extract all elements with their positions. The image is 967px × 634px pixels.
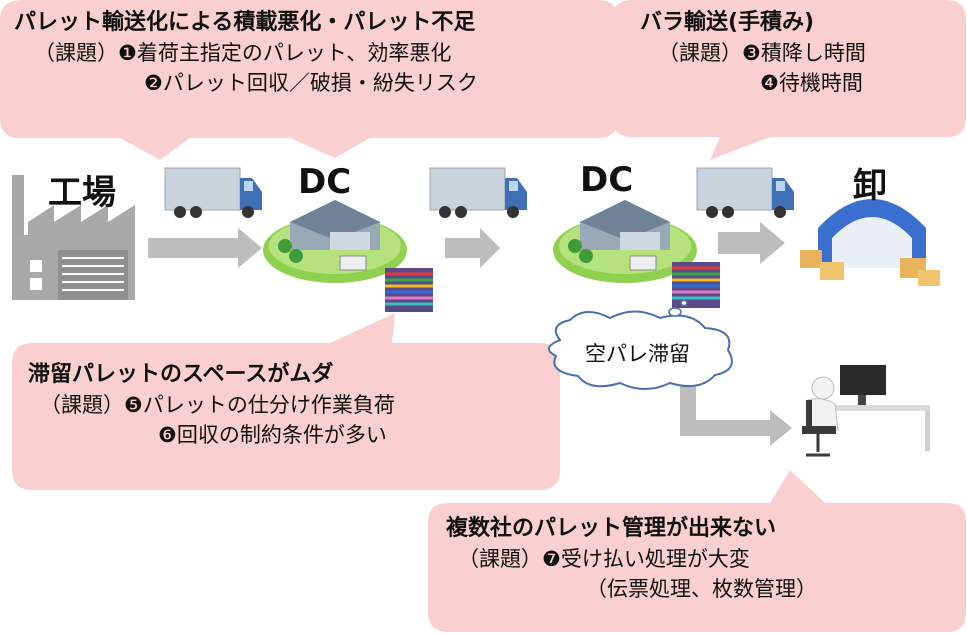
callout-bottom-right-title: 複数社のパレット管理が出来ない — [446, 516, 777, 541]
flow-arrow-1 — [148, 228, 262, 268]
callout-bottom-right-line1: （課題）❼受け払い処理が大変 — [458, 547, 750, 571]
cloud-shape — [548, 299, 733, 390]
callout-top-left: パレット輸送化による積載悪化・パレット不足 （課題）❶着荷主指定のパレット、効率… — [14, 8, 604, 98]
callout-middle-left-bubble — [12, 313, 560, 490]
callout-bottom-right: 複数社のパレット管理が出来ない （課題）❼受け払い処理が大変 （伝票処理、枚数管… — [446, 514, 817, 604]
callout-middle-left-line1: （課題）❺パレットの仕分け作業負荷 — [40, 393, 395, 417]
warehouse-icon-1 — [263, 200, 407, 283]
callout-top-left-title: パレット輸送化による積載悪化・パレット不足 — [14, 10, 476, 35]
callout-middle-left-line2: ❻回収の制約条件が多い — [158, 423, 387, 447]
location-label-factory: 工場 — [48, 173, 116, 213]
callout-top-right-line1: （課題）❸積降し時間 — [658, 41, 866, 65]
callout-middle-left-title: 滞留パレットのスペースがムダ — [28, 362, 334, 387]
office-worker-icon — [802, 365, 930, 457]
callout-top-left-line1: （課題）❶着荷主指定のパレット、効率悪化 — [34, 41, 452, 65]
callout-top-left-line2: ❷パレット回収／破損・紛失リスク — [144, 71, 478, 95]
callout-bottom-right-line2: （伝票処理、枚数管理） — [586, 577, 817, 601]
callout-middle-left: 滞留パレットのスペースがムダ （課題）❺パレットの仕分け作業負荷 ❻回収の制約条… — [28, 360, 395, 450]
callout-top-left-bubble — [0, 0, 618, 160]
callout-bottom-right-bubble — [428, 470, 966, 632]
callout-top-right-line2: ❹待機時間 — [760, 71, 863, 95]
truck-icon-3 — [696, 167, 794, 218]
callout-top-right: バラ輸送(手積み) （課題）❸積降し時間 ❹待機時間 — [640, 8, 866, 98]
cloud-label: 空パレ滞留 — [585, 342, 690, 366]
location-label-wholesale: 卸 — [853, 166, 887, 206]
flow-arrow-2 — [445, 228, 500, 268]
flow-arrow-3 — [718, 222, 785, 264]
truck-icon-1 — [164, 167, 262, 218]
warehouse-icon-2 — [553, 200, 697, 283]
location-label-dc1: DC — [298, 162, 352, 202]
callout-top-right-title: バラ輸送(手積み) — [640, 10, 815, 35]
wholesale-warehouse-icon — [800, 199, 940, 286]
pallet-stack-icon-1 — [385, 268, 433, 312]
pallet-stack-icon-2 — [672, 262, 720, 308]
location-label-dc2: DC — [580, 160, 634, 200]
factory-icon — [12, 175, 135, 300]
truck-icon-2 — [429, 167, 527, 218]
office-arrow — [680, 375, 792, 446]
callout-top-right-bubble — [612, 0, 966, 160]
